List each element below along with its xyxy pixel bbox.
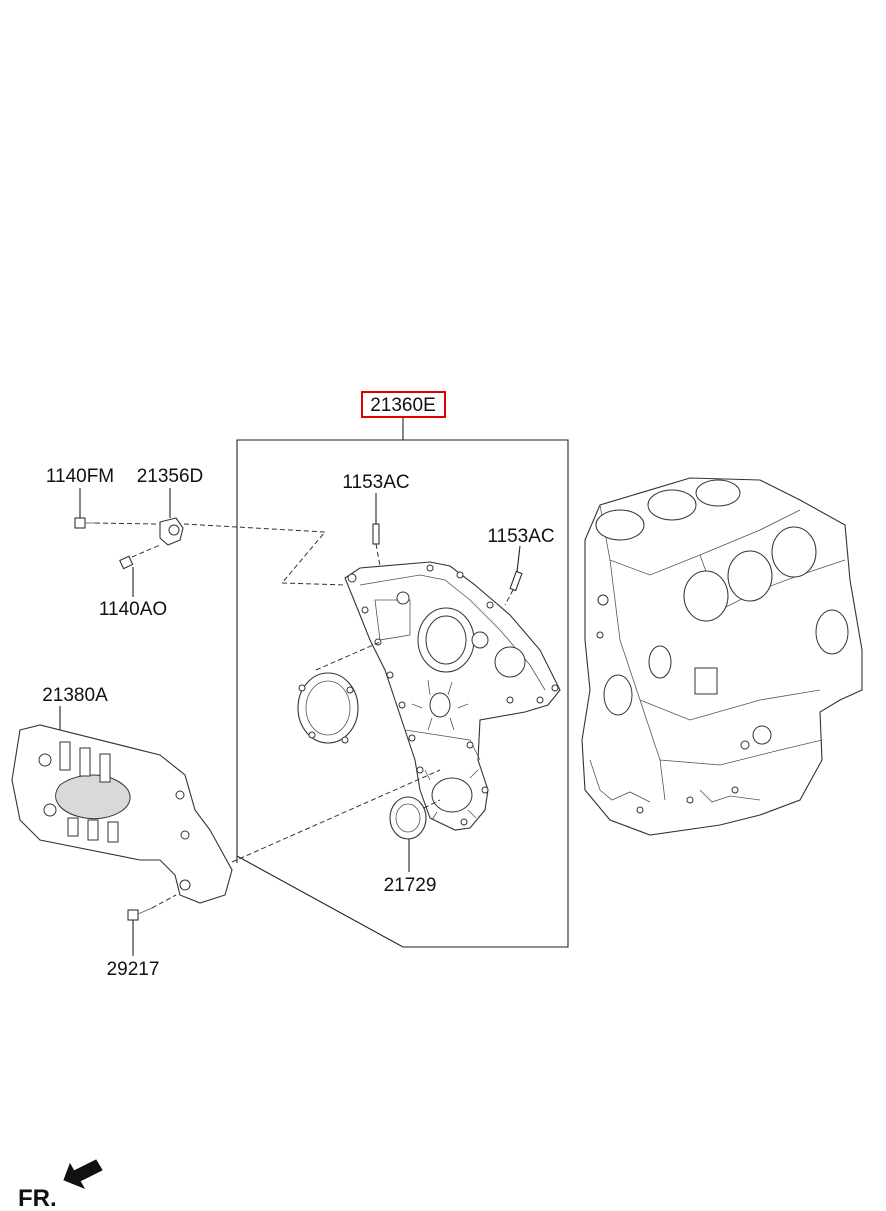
sensor-illustration	[159, 517, 184, 546]
timing-cover-illustration	[344, 561, 561, 831]
arrow-icon	[63, 1159, 103, 1189]
part-label-1140AO[interactable]: 1140AO	[99, 599, 167, 620]
part-label-29217[interactable]: 29217	[107, 959, 160, 980]
oil-seal-illustration	[389, 796, 441, 840]
stud-bolt-right	[504, 570, 523, 606]
stud-bolt-left	[372, 523, 381, 567]
part-label-1153AC-left[interactable]: 1153AC	[342, 472, 409, 493]
part-label-1153AC-right[interactable]: 1153AC	[487, 526, 554, 547]
leader-lines	[59, 488, 521, 956]
lower-cover-illustration	[11, 724, 441, 904]
front-direction-indicator: FR.	[18, 1159, 103, 1211]
part-label-21380A[interactable]: 21380A	[42, 685, 108, 706]
part-label-1140FM[interactable]: 1140FM	[46, 466, 114, 487]
direction-label: FR.	[18, 1185, 57, 1211]
part-label-21360E[interactable]: 21360E	[370, 395, 436, 416]
bolt-29217	[127, 894, 177, 921]
bolt-1140AO	[119, 544, 161, 570]
assembly-bracket	[236, 417, 569, 948]
highlight-box	[361, 391, 446, 418]
part-label-21729[interactable]: 21729	[384, 875, 437, 896]
round-cover-illustration	[297, 641, 381, 744]
engine-block-illustration	[581, 477, 863, 836]
part-label-21356D[interactable]: 21356D	[137, 466, 204, 487]
bolt-1140FM	[74, 517, 159, 529]
